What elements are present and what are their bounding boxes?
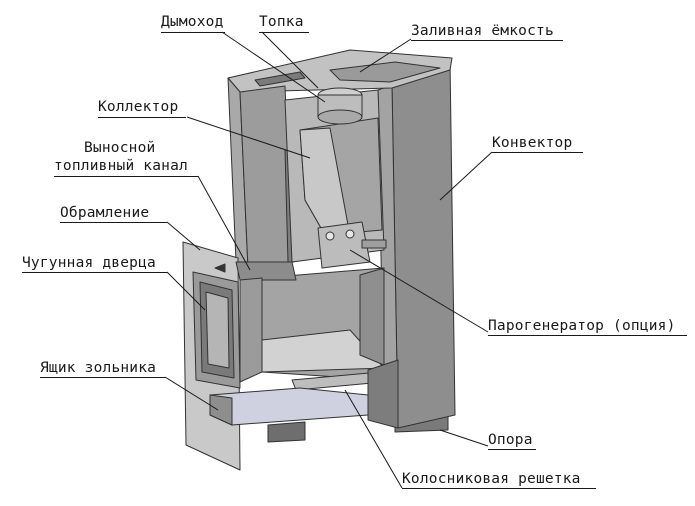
underline-chimney [161,32,225,33]
label-remote-fuel-channel-line2: топливный канал [54,158,188,174]
underline-steam-generator [488,335,687,336]
underline-filling-tank [411,40,563,41]
underline-remote-fuel-channel [54,176,198,177]
left-wall-inner [239,85,293,269]
label-steam-generator: Парогенератор (опция) [488,318,676,334]
underline-ash-drawer [40,377,165,378]
firebox-lintel [235,261,297,281]
label-ash-drawer: Ящик зольника [40,360,157,376]
label-chimney: Дымоход [161,14,224,30]
chimney-bottom [317,109,363,125]
underline-framing [60,222,167,223]
label-collector: Коллектор [98,99,179,115]
firebox-right-wall [359,267,385,366]
door-glass [205,291,230,369]
filling-tank-top [329,61,441,83]
underline-firebox [259,32,309,33]
underline-support [488,449,536,450]
label-framing: Обрамление [60,205,150,221]
steam-generator-port-1 [325,231,335,241]
underline-convector [492,152,583,153]
lintel-arrow-marker [214,263,226,273]
steam-generator-port-2 [345,229,355,239]
underline-cast-iron-door [22,272,167,273]
right-lower-panel [367,359,399,429]
steam-generator-pipe [361,239,387,249]
label-filling-tank: Заливная ёмкость [411,23,554,39]
convector-side-panel [391,59,456,429]
label-grate: Колосниковая решетка [402,471,581,487]
label-remote-fuel-channel-line1: Выносной [84,140,156,156]
firebox-front-lower [239,277,263,383]
label-support: Опора [488,432,533,448]
ash-drawer [209,387,369,426]
label-firebox: Топка [259,14,304,30]
label-convector: Конвектор [492,135,573,151]
label-cast-iron-door: Чугунная дверца [22,255,156,271]
underline-collector [98,117,186,118]
ash-drawer-front [209,394,233,426]
underline-grate [402,488,596,489]
leg-front [267,421,306,443]
